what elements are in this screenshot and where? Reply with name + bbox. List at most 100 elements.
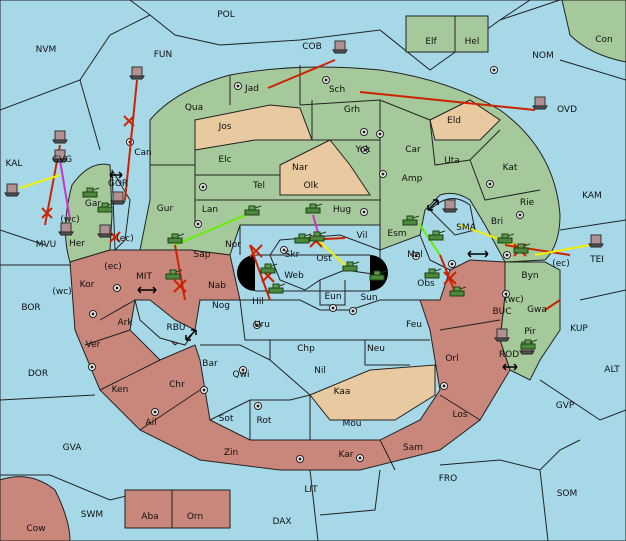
province-label-buc: BUC <box>492 307 511 317</box>
supply-center-icon <box>376 130 384 138</box>
fleet-unit-icon[interactable] <box>52 130 68 144</box>
province-label-olk: Olk <box>304 181 320 191</box>
province-label-yok: Yok <box>354 145 371 155</box>
supply-center-icon <box>296 455 304 463</box>
army-unit-icon[interactable] <box>449 286 467 297</box>
province-label-gar: Gar <box>85 199 101 209</box>
province-label-zin: Zin <box>224 448 238 458</box>
supply-center-icon <box>379 170 387 178</box>
province-label-rbu: RBU <box>166 323 185 333</box>
province-label-jad: Jad <box>244 84 259 94</box>
province-label-rot: Rot <box>257 416 272 426</box>
province-label-pol: POL <box>217 10 235 20</box>
supply-center-icon <box>349 307 357 315</box>
province-label-cow: Cow <box>26 524 45 534</box>
province-label-ver: Ver <box>86 340 101 350</box>
province-label-lit: LIT <box>304 485 318 495</box>
army-unit-icon[interactable] <box>520 339 538 350</box>
province-borders <box>84 65 541 471</box>
supply-center-icon <box>194 220 202 228</box>
army-unit-icon[interactable] <box>428 230 446 241</box>
supply-center-icon <box>503 251 511 259</box>
supply-center-icon <box>360 208 368 216</box>
army-unit-icon[interactable] <box>369 270 387 281</box>
fleet-unit-icon[interactable] <box>588 234 604 248</box>
province-label-mvu: MVU <box>36 240 57 250</box>
province-label-ec3: (ec) <box>552 259 570 269</box>
province-label-esm: Esm <box>387 229 406 239</box>
fleet-unit-icon[interactable] <box>532 96 548 110</box>
supply-center-icon <box>360 128 368 136</box>
province-label-kaa: Kaa <box>334 387 351 397</box>
province-label-fun: FUN <box>154 50 173 60</box>
army-unit-icon[interactable] <box>165 269 183 280</box>
supply-center-icon <box>490 66 498 74</box>
province-label-her: Her <box>69 239 85 249</box>
fleet-unit-icon[interactable] <box>332 40 348 54</box>
army-unit-icon[interactable] <box>342 261 360 272</box>
province-label-nom: NOM <box>532 51 554 61</box>
supply-center-icon <box>151 408 159 416</box>
army-unit-icon[interactable] <box>260 263 278 274</box>
supply-center-icon <box>88 363 96 371</box>
fleet-unit-icon[interactable] <box>58 222 74 236</box>
province-label-kat: Kat <box>503 163 518 173</box>
province-label-kal: KAL <box>6 159 23 169</box>
army-unit-icon[interactable] <box>167 233 185 244</box>
province-label-kup: KUP <box>570 324 588 334</box>
province-label-jos: Jos <box>218 122 232 132</box>
army-unit-icon[interactable] <box>305 203 323 214</box>
army-unit-icon[interactable] <box>424 268 442 279</box>
province-label-chp: Chp <box>297 344 315 354</box>
province-label-nar: Nar <box>292 163 308 173</box>
fleet-unit-icon[interactable] <box>97 224 113 238</box>
province-label-amp: Amp <box>402 174 423 184</box>
province-label-qwi: Qwi <box>233 370 250 380</box>
province-label-kar: Kar <box>339 450 354 460</box>
province-label-wc3: (wc) <box>504 295 523 305</box>
army-unit-icon[interactable] <box>309 231 327 242</box>
fleet-unit-icon[interactable] <box>129 66 145 80</box>
army-unit-icon[interactable] <box>268 283 286 294</box>
supply-center-icon <box>199 183 207 191</box>
province-label-gvg: GVG <box>52 155 72 165</box>
province-label-car: Car <box>405 145 421 155</box>
army-unit-icon[interactable] <box>294 233 312 244</box>
province-label-mou: Mou <box>343 419 362 429</box>
province-label-can: Can <box>134 148 152 158</box>
supply-center-icon <box>516 211 524 219</box>
army-unit-icon[interactable] <box>97 202 115 213</box>
fleet-unit-icon[interactable] <box>494 328 510 342</box>
fleet-unit-icon[interactable] <box>52 149 68 163</box>
army-unit-icon[interactable] <box>402 215 420 226</box>
fleet-units <box>4 40 604 355</box>
province-label-mit: MIT <box>136 272 152 282</box>
province-label-sch: Sch <box>329 85 345 95</box>
army-unit-icon[interactable] <box>244 205 262 216</box>
province-label-ken: Ken <box>112 385 129 395</box>
province-label-aba: Aba <box>141 512 158 522</box>
supply-center-icon <box>412 252 420 260</box>
supply-center-icon <box>254 402 262 410</box>
land-cow <box>0 476 71 541</box>
province-label-bar: Bar <box>202 359 218 369</box>
army-unit-icon[interactable] <box>497 233 515 244</box>
strait-arrows <box>109 171 518 371</box>
province-label-sam: Sam <box>403 443 423 453</box>
fleet-unit-icon[interactable] <box>110 191 126 205</box>
fleet-unit-icon[interactable] <box>4 183 20 197</box>
province-label-wc2: (wc) <box>52 287 71 297</box>
province-label-nab: Nab <box>208 281 226 291</box>
land-elf-hel <box>405 15 489 53</box>
province-label-neu: Neu <box>367 344 385 354</box>
province-label-byn: Byn <box>521 271 538 281</box>
army-unit-icon[interactable] <box>82 187 100 198</box>
province-label-ec1: (ec) <box>116 234 134 244</box>
army-unit-icon[interactable] <box>513 243 531 254</box>
supply-center-icon <box>356 454 364 462</box>
fleet-unit-icon[interactable] <box>442 199 458 213</box>
province-label-ec2: (ec) <box>104 262 122 272</box>
province-label-uru: Uru <box>254 320 270 330</box>
